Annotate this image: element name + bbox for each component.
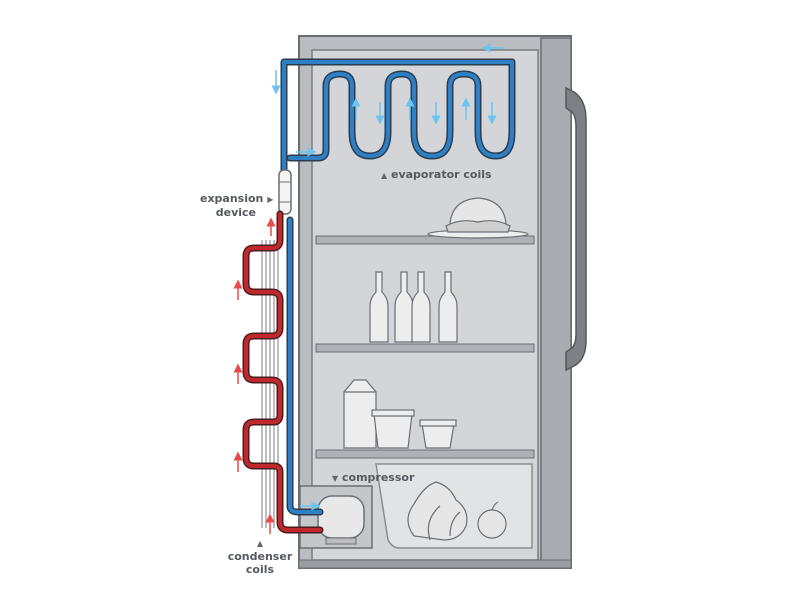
triangle-pointer-icon: ▶ [267, 195, 274, 204]
compressor [299, 485, 373, 549]
condenser-coils-label: ▲ condenser coils [224, 537, 296, 576]
coils-text: coils [245, 563, 275, 576]
triangle-pointer-icon: ▲ [381, 171, 388, 180]
compressor-text: compressor [342, 471, 415, 484]
bottle-icon [438, 271, 458, 343]
condenser-text: condenser [227, 550, 293, 563]
vegetables-icon [407, 481, 507, 541]
expansion-device-label: expansion ▶ device ▶ [200, 192, 273, 220]
triangle-pointer-icon: ▼ [332, 474, 339, 483]
shelf-middle [315, 343, 535, 353]
shelf-top [315, 235, 535, 245]
device-text: device [215, 206, 256, 219]
bottle-icon [411, 271, 431, 343]
shelves [315, 235, 535, 459]
evaporator-coils-text: evaporator coils [391, 168, 492, 181]
evaporator-coils-label: ▲ evaporator coils [381, 168, 492, 182]
cup-icon [373, 413, 413, 449]
bottles [369, 271, 458, 343]
containers [343, 379, 457, 449]
expansion-text: expansion [200, 192, 264, 205]
cup-icon [421, 423, 455, 449]
milk-carton-icon [343, 379, 377, 449]
flow-arrows-hot [233, 217, 276, 534]
condenser-fins [261, 240, 279, 528]
expansion-device-icon [278, 169, 292, 215]
triangle-pointer-icon: ▲ [256, 539, 264, 548]
shelf-lower [315, 449, 535, 459]
sandwich-icon [427, 197, 529, 239]
bottle-icon [369, 271, 389, 343]
flow-arrows-cold [271, 43, 504, 511]
hot-pipe [242, 210, 324, 534]
cold-pipe [280, 58, 516, 516]
compressor-label: ▼ compressor [332, 471, 414, 485]
door-handle [565, 86, 587, 372]
apple-icon [477, 509, 507, 539]
